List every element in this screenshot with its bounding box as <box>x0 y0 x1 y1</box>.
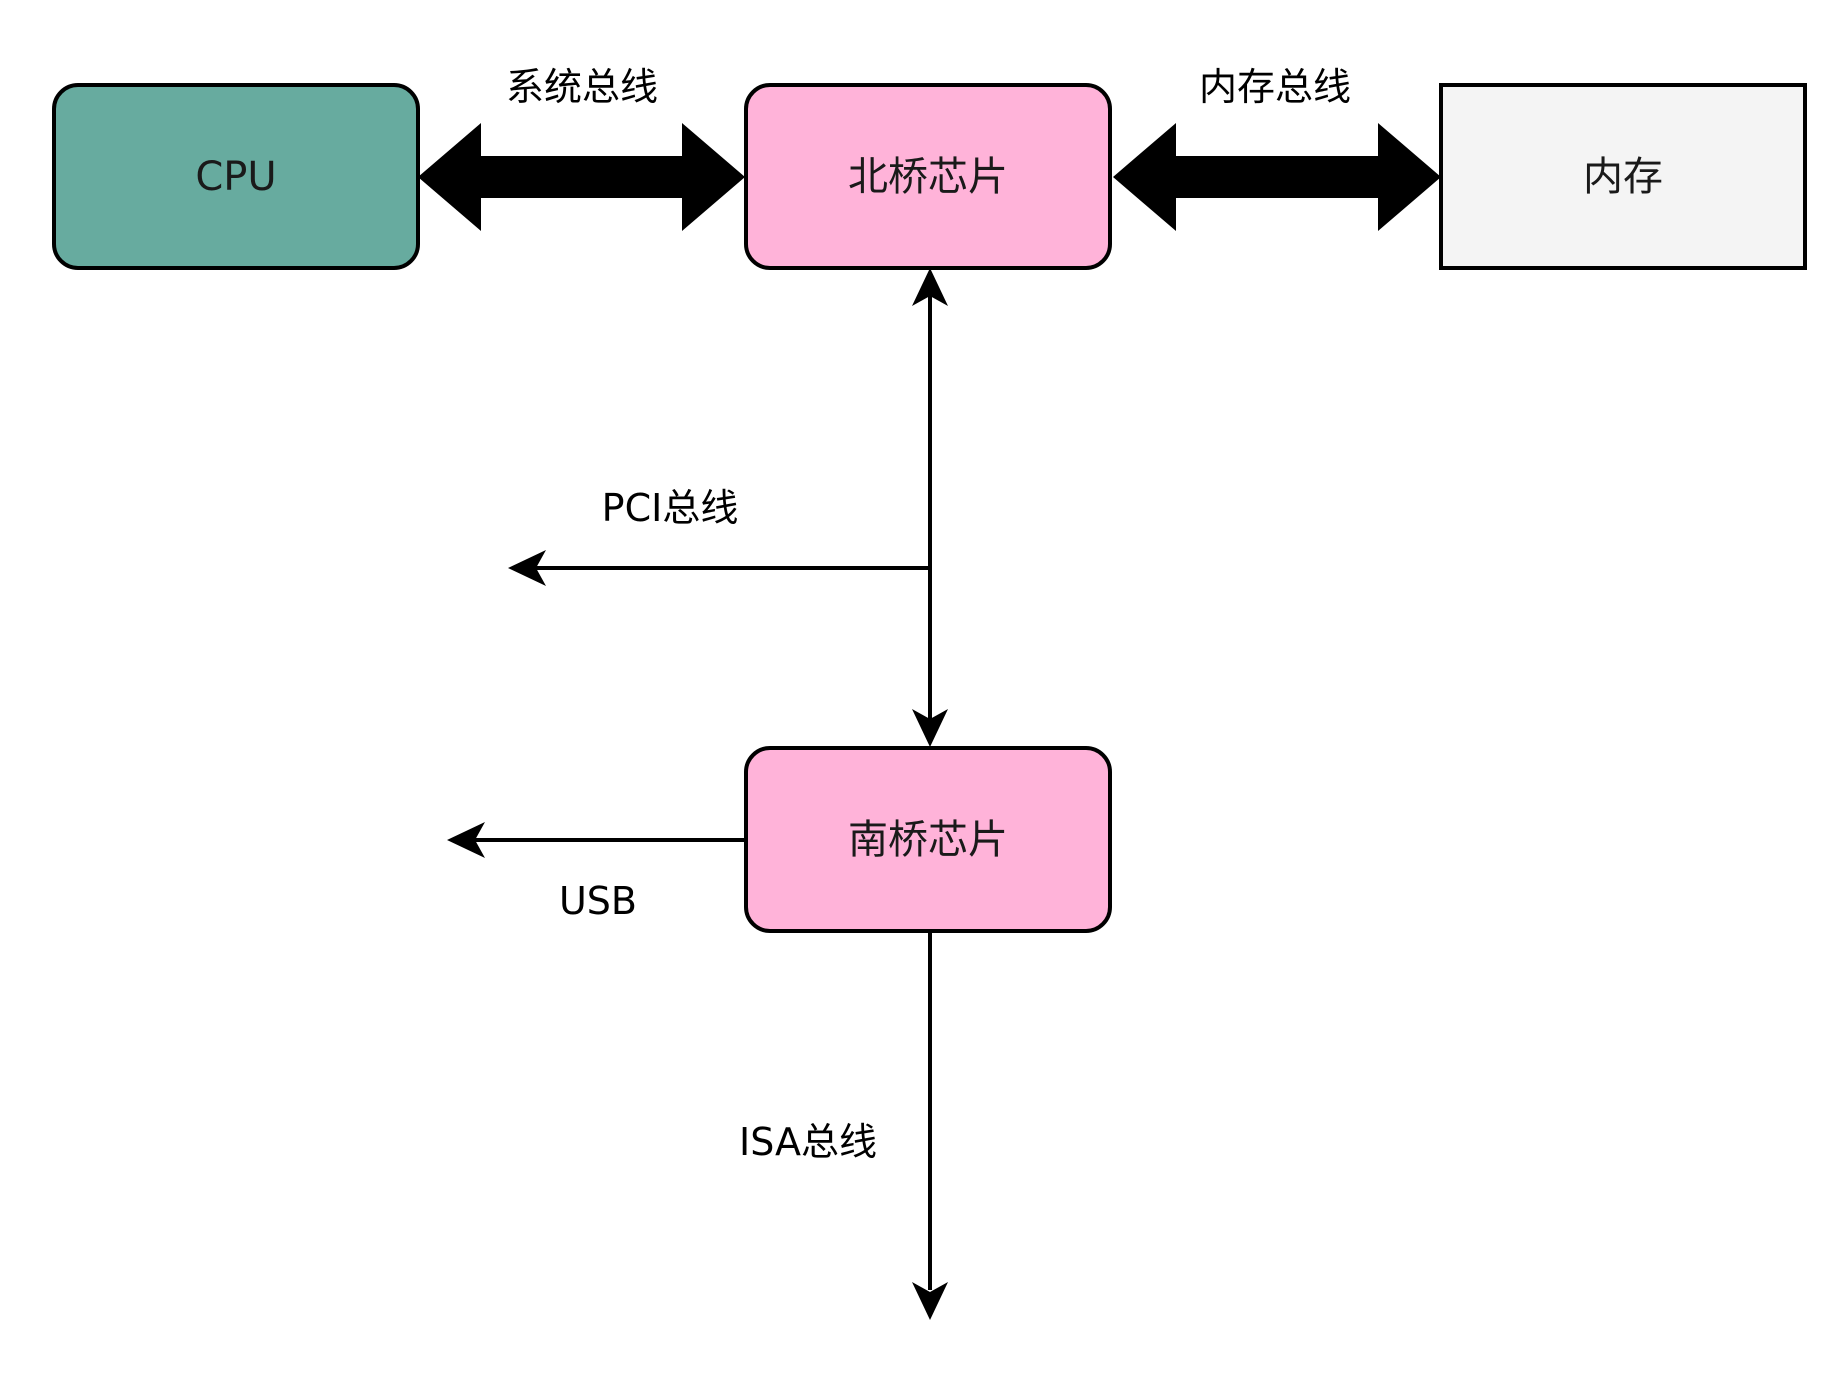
usb-label: USB <box>559 879 637 923</box>
southbridge-node: 南桥芯片 <box>744 746 1112 933</box>
system-bus-label: 系统总线 <box>506 65 658 109</box>
usb-left-arrowhead <box>447 822 485 858</box>
pci-bus-label: PCI总线 <box>602 486 739 530</box>
southbridge-label: 南桥芯片 <box>848 817 1008 863</box>
southbridge-down-arrowhead <box>912 709 948 747</box>
pci-left-arrowhead <box>508 550 546 586</box>
cpu-box <box>52 83 420 270</box>
memory-node: 内存 <box>1439 83 1807 270</box>
southbridge-box <box>744 746 1112 933</box>
memory-bus-arrow <box>1113 123 1441 231</box>
memory-box <box>1439 83 1807 270</box>
northbridge-up-arrowhead <box>912 268 948 306</box>
northbridge-node: 北桥芯片 <box>744 83 1112 270</box>
cpu-label: CPU <box>195 154 276 200</box>
isa-down-arrowhead <box>912 1282 948 1320</box>
memory-label: 内存 <box>1583 154 1663 200</box>
northbridge-box <box>744 83 1112 270</box>
system-bus-arrow <box>418 123 745 231</box>
memory-bus-label: 内存总线 <box>1199 65 1351 109</box>
cpu-node: CPU <box>52 83 420 270</box>
isa-bus-label: ISA总线 <box>739 1120 877 1164</box>
northbridge-label: 北桥芯片 <box>848 154 1008 200</box>
